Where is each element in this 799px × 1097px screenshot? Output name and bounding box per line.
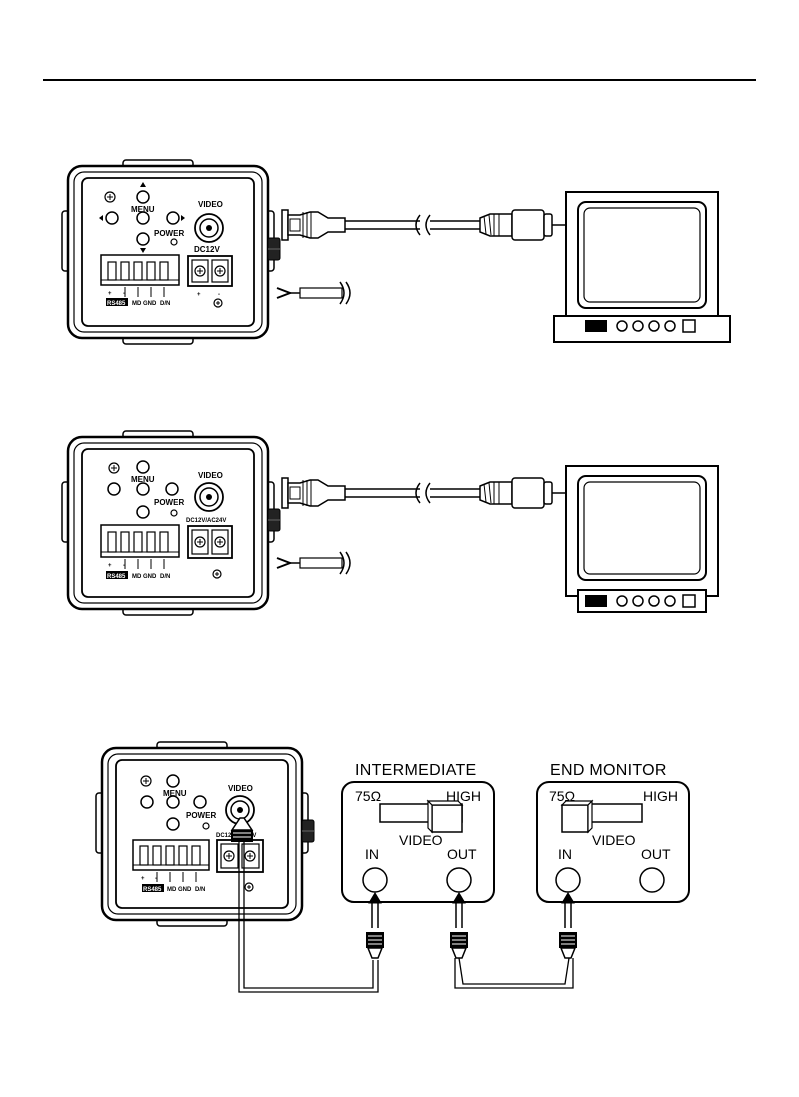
minus-label: - bbox=[123, 563, 125, 569]
menu-button bbox=[137, 483, 149, 495]
coax-cable-intermediate-to-end bbox=[455, 958, 573, 988]
video-cable-1 bbox=[282, 210, 566, 240]
video-label: VIDEO bbox=[198, 471, 223, 480]
out-jack bbox=[640, 868, 664, 892]
rs485-terminal-block bbox=[133, 840, 209, 870]
camera-2: MENU POWER VIDEO + - RS485 MD GND D/N D bbox=[62, 431, 280, 615]
left-button bbox=[108, 483, 120, 495]
menu-label: MENU bbox=[131, 475, 155, 484]
camera-1: MENU POWER VIDEO + - RS485 MD GN bbox=[62, 160, 280, 344]
monitor-2 bbox=[566, 466, 718, 612]
power-label: POWER bbox=[154, 498, 184, 507]
power-label: POWER bbox=[154, 229, 184, 238]
termination-switch-knob bbox=[428, 801, 462, 832]
in-jack bbox=[556, 868, 580, 892]
dc-label: DC12V bbox=[194, 245, 220, 254]
termination-switch-knob bbox=[562, 801, 592, 832]
dc-power-terminal bbox=[188, 526, 232, 558]
power-led bbox=[203, 823, 209, 829]
rs485-terminal-block bbox=[101, 525, 179, 557]
out-jack bbox=[447, 868, 471, 892]
bnc-plug-intermediate-out bbox=[450, 932, 468, 958]
rs485-label: RS485 bbox=[107, 574, 126, 580]
md-label: MD bbox=[167, 887, 177, 893]
dc-plus-label: + bbox=[197, 292, 201, 298]
end-monitor-title: END MONITOR bbox=[550, 762, 667, 779]
gnd-label: GND bbox=[143, 574, 157, 580]
high-label: HIGH bbox=[643, 788, 678, 804]
video-cable-2 bbox=[282, 478, 566, 508]
ohm-label: 75Ω bbox=[355, 788, 381, 804]
up-button bbox=[137, 461, 149, 473]
intermediate-monitor-panel: INTERMEDIATE 75Ω HIGH VIDEO IN OUT bbox=[342, 762, 494, 902]
md-label: MD bbox=[132, 301, 142, 307]
down-button bbox=[137, 506, 149, 518]
dn-label: D/N bbox=[195, 887, 205, 893]
right-button bbox=[194, 796, 206, 808]
in-label: IN bbox=[365, 846, 379, 862]
video-bnc-jack bbox=[195, 483, 223, 511]
out-label: OUT bbox=[447, 846, 477, 862]
dc-minus-label: - bbox=[218, 292, 220, 298]
minus-label: - bbox=[123, 291, 125, 297]
screw-icon bbox=[105, 192, 115, 202]
dc-power-terminal bbox=[188, 256, 232, 286]
in-jack bbox=[363, 868, 387, 892]
video-bnc-jack bbox=[195, 214, 223, 242]
power-wire-2 bbox=[277, 552, 350, 574]
dc-label: DC12V/AC24V bbox=[186, 518, 226, 524]
gnd-label: GND bbox=[178, 887, 192, 893]
video-label: VIDEO bbox=[399, 832, 443, 848]
down-button bbox=[167, 818, 179, 830]
screw-icon bbox=[109, 463, 119, 473]
ground-screw-icon bbox=[245, 883, 253, 891]
power-led bbox=[171, 239, 177, 245]
up-button bbox=[167, 775, 179, 787]
rs485-label: RS485 bbox=[143, 887, 162, 893]
bnc-plug-end-in bbox=[559, 932, 577, 958]
gnd-label: GND bbox=[143, 301, 157, 307]
menu-label: MENU bbox=[131, 205, 155, 214]
video-label: VIDEO bbox=[592, 832, 636, 848]
monitor-1 bbox=[554, 192, 730, 342]
intermediate-title: INTERMEDIATE bbox=[355, 762, 477, 779]
left-button bbox=[141, 796, 153, 808]
ground-screw-icon bbox=[214, 299, 222, 307]
screw-icon bbox=[141, 776, 151, 786]
dc-power-terminal bbox=[217, 840, 263, 872]
power-led bbox=[171, 510, 177, 516]
in-label: IN bbox=[558, 846, 572, 862]
minus-label: - bbox=[155, 876, 157, 882]
plus-label: + bbox=[108, 291, 112, 297]
right-button bbox=[166, 483, 178, 495]
dn-label: D/N bbox=[160, 574, 170, 580]
md-label: MD bbox=[132, 574, 142, 580]
rs485-terminal-block bbox=[101, 255, 179, 285]
power-label: POWER bbox=[186, 811, 216, 820]
plus-label: + bbox=[141, 876, 145, 882]
rs485-label: RS485 bbox=[107, 301, 126, 307]
power-wire-1 bbox=[277, 282, 350, 304]
bnc-plug-intermediate-in bbox=[366, 932, 384, 958]
end-monitor-panel: END MONITOR 75Ω HIGH VIDEO IN OUT bbox=[537, 762, 689, 902]
ground-screw-icon bbox=[213, 570, 221, 578]
dn-label: D/N bbox=[160, 301, 170, 307]
video-label: VIDEO bbox=[198, 200, 223, 209]
menu-label: MENU bbox=[163, 789, 187, 798]
out-label: OUT bbox=[641, 846, 671, 862]
video-label: VIDEO bbox=[228, 784, 253, 793]
plus-label: + bbox=[108, 563, 112, 569]
camera-3: MENU POWER VIDEO + - RS485 MD GND D/N D bbox=[96, 742, 314, 926]
